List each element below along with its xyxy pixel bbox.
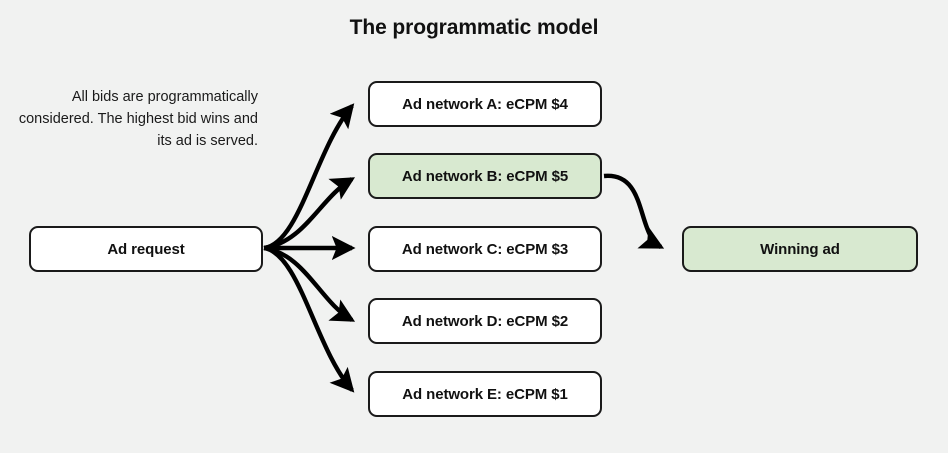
arrow-to-network-e — [263, 245, 355, 393]
node-ad-network-d-label: Ad network D: eCPM $2 — [401, 312, 569, 330]
arrow-winning-bid — [603, 173, 665, 249]
node-ad-network-e-label: Ad network E: eCPM $1 — [402, 385, 568, 403]
node-ad-network-b-label: Ad network B: eCPM $5 — [401, 167, 569, 185]
node-ad-network-c-label: Ad network C: eCPM $3 — [401, 240, 569, 258]
node-winning-ad-label: Winning ad — [760, 240, 840, 258]
page-title: The programmatic model — [349, 16, 599, 39]
node-ad-network-e[interactable]: Ad network E: eCPM $1 — [368, 371, 602, 417]
node-winning-ad[interactable]: Winning ad — [682, 226, 918, 272]
arrow-to-network-d — [263, 245, 356, 322]
node-ad-request-label: Ad request — [107, 240, 185, 258]
arrow-to-network-b — [263, 177, 356, 251]
node-ad-network-b[interactable]: Ad network B: eCPM $5 — [368, 153, 602, 199]
description-text: All bids are programmatically considered… — [18, 89, 258, 149]
node-ad-network-a[interactable]: Ad network A: eCPM $4 — [368, 81, 602, 127]
node-ad-network-c[interactable]: Ad network C: eCPM $3 — [368, 226, 602, 272]
node-ad-request[interactable]: Ad request — [29, 226, 263, 272]
node-ad-network-a-label: Ad network A: eCPM $4 — [402, 95, 568, 113]
arrow-to-network-a — [263, 103, 355, 251]
node-ad-network-d[interactable]: Ad network D: eCPM $2 — [368, 298, 602, 344]
